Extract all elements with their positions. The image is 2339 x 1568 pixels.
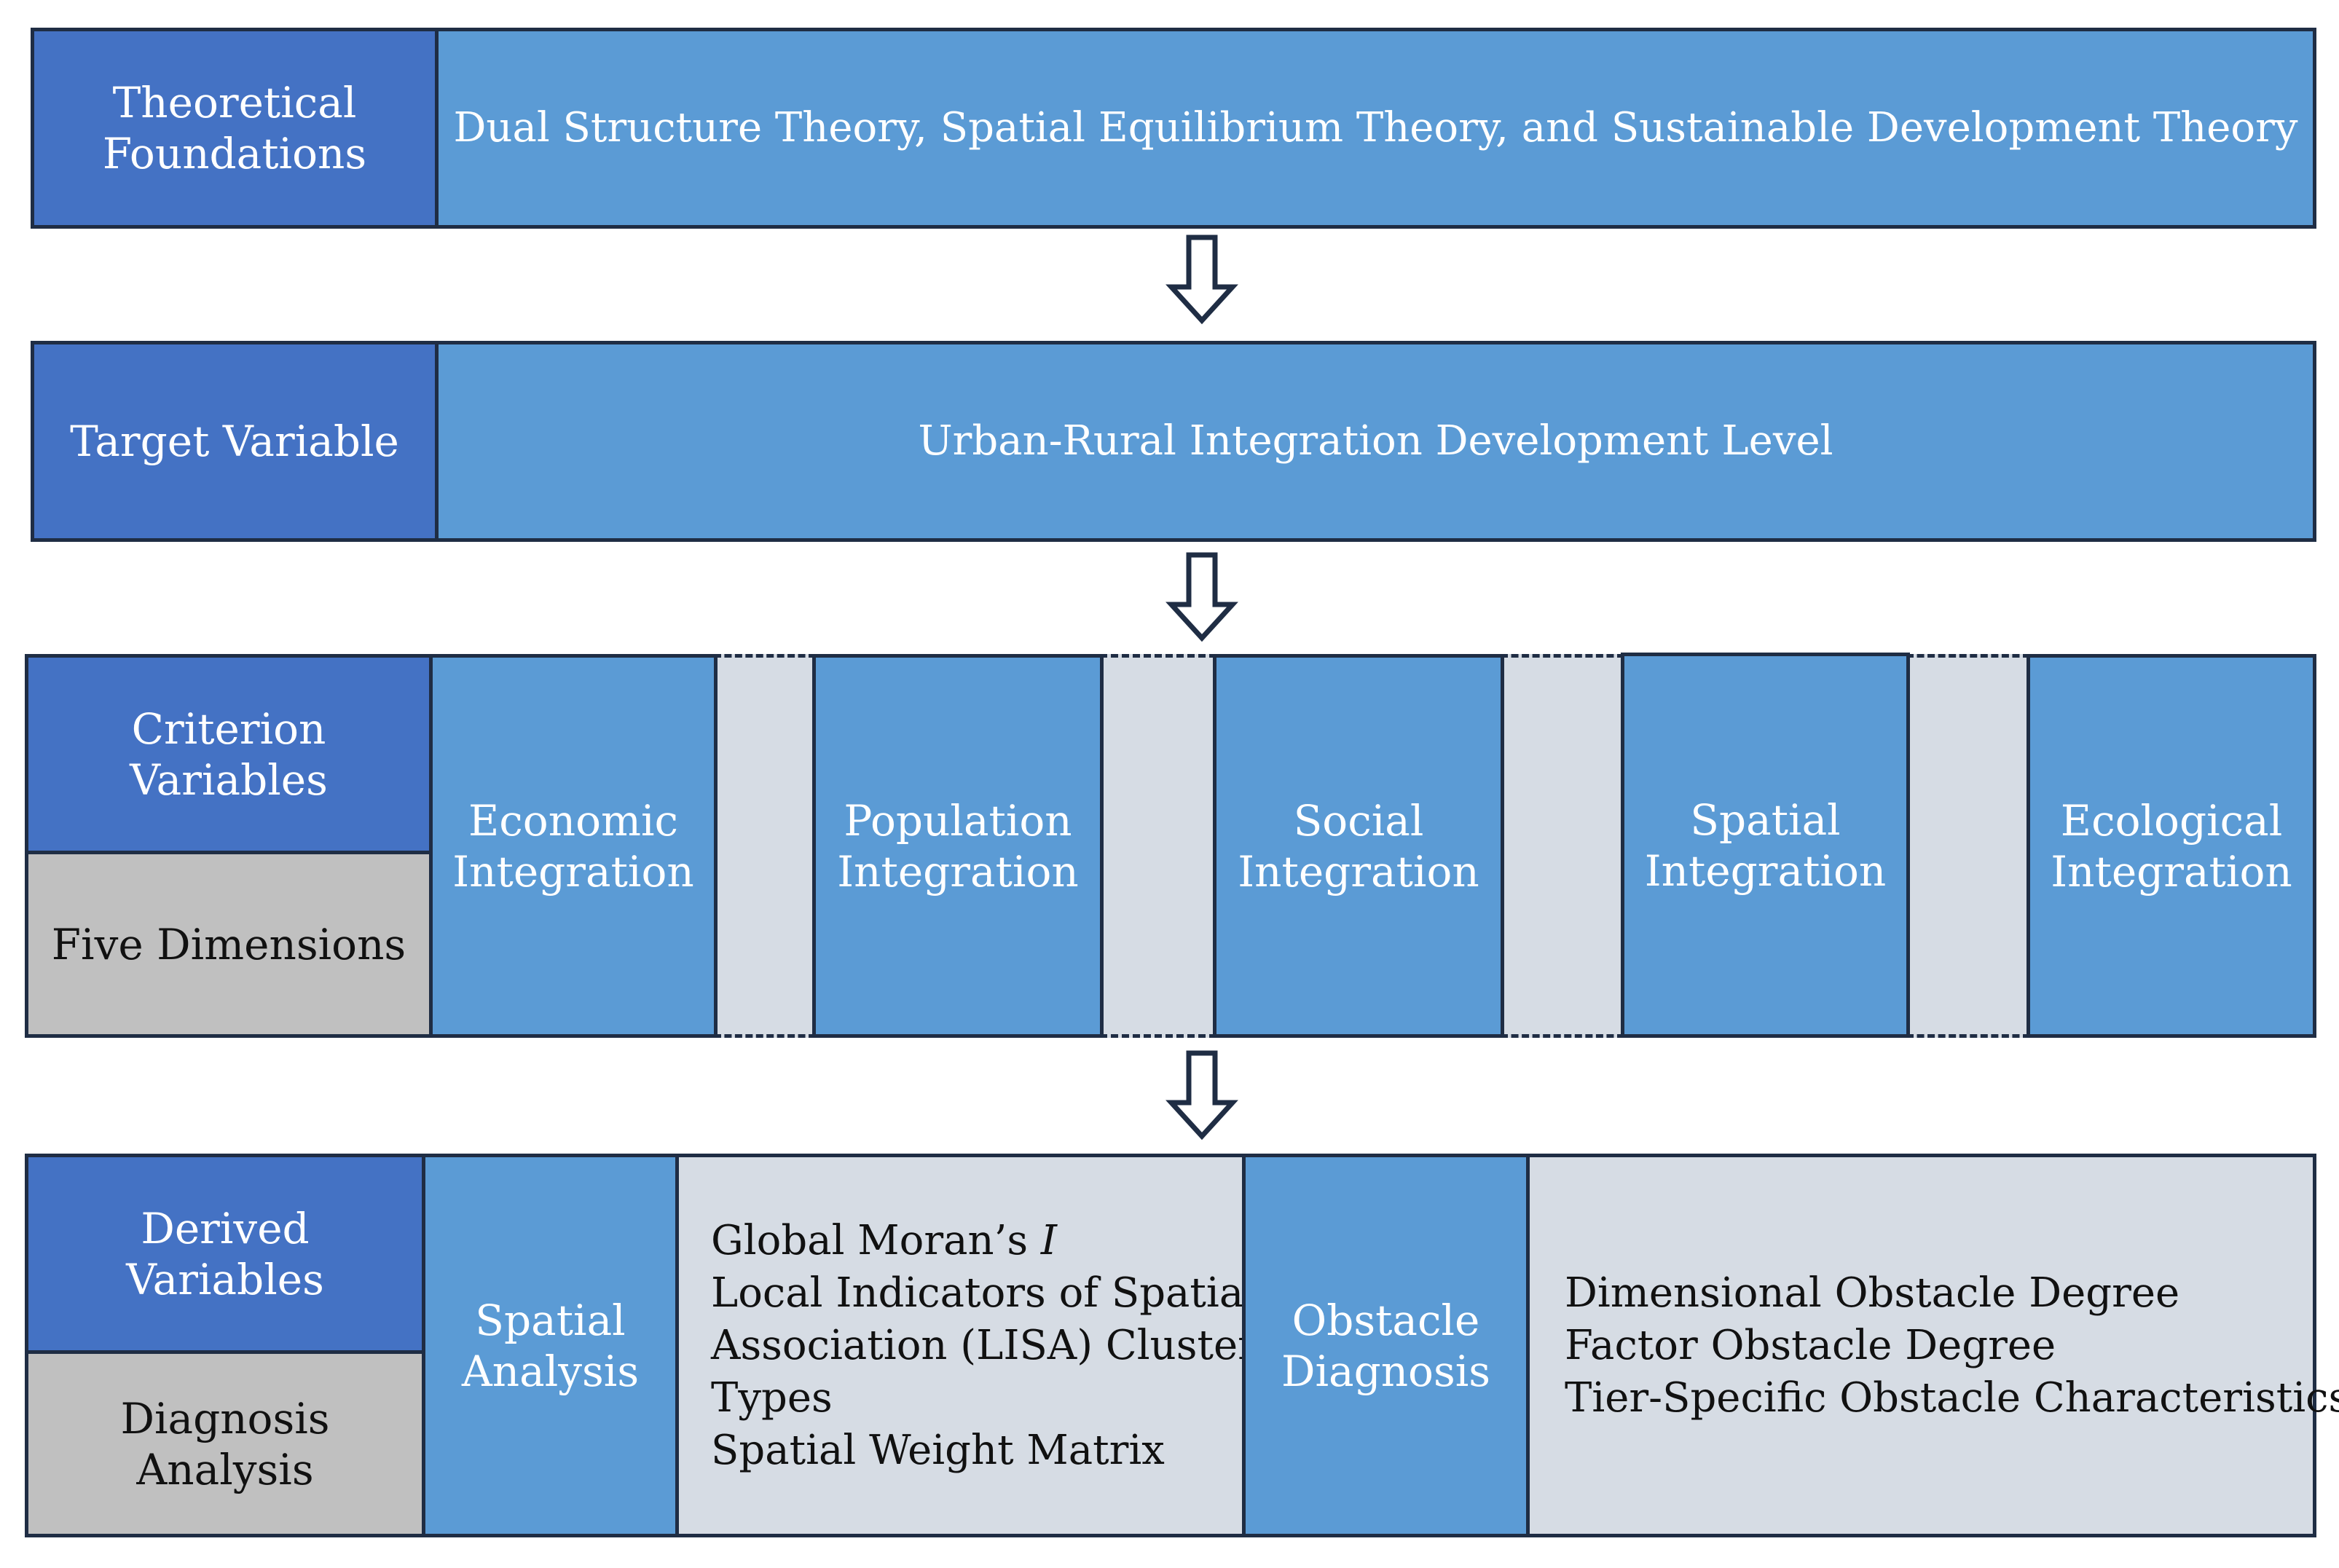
dimension-connector xyxy=(714,654,816,1038)
derived-variables-text: Derived Variables xyxy=(126,1203,324,1304)
dimension-label: Social Integration xyxy=(1238,795,1479,897)
dimension-population: Population Integration xyxy=(812,654,1104,1038)
dimension-label: Ecological Integration xyxy=(2051,795,2292,897)
dimension-spatial: Spatial Integration xyxy=(1621,653,1910,1038)
method-item: Spatial Weight Matrix xyxy=(711,1426,1165,1474)
spatial-analysis-box: Spatial Analysis xyxy=(422,1154,679,1537)
dimension-social: Social Integration xyxy=(1213,654,1504,1038)
dimension-connector xyxy=(1100,654,1216,1038)
method-item: Local Indicators of Spatial xyxy=(711,1269,1257,1317)
dimension-label: Economic Integration xyxy=(452,795,694,897)
theoretical-foundations-text: Theoretical Foundations xyxy=(102,78,367,178)
target-variable-label: Target Variable xyxy=(31,341,439,542)
target-variable-text: Target Variable xyxy=(70,417,399,466)
theory-content-box: Dual Structure Theory, Spatial Equilibri… xyxy=(435,28,2316,229)
method-item: Dimensional Obstacle Degree xyxy=(1565,1269,2180,1317)
criterion-variables-text: Criterion Variables xyxy=(130,704,328,805)
down-arrow-icon xyxy=(1165,235,1238,325)
dimension-economic: Economic Integration xyxy=(429,654,718,1038)
obstacle-diagnosis-methods: Dimensional Obstacle Degree Factor Obsta… xyxy=(1526,1154,2339,1537)
target-content-text: Urban-Rural Integration Development Leve… xyxy=(918,417,1833,465)
criterion-variables-label: Criterion Variables xyxy=(25,654,433,854)
down-arrow-icon xyxy=(1165,552,1238,642)
dimension-ecological: Ecological Integration xyxy=(2027,654,2316,1038)
down-arrow-icon xyxy=(1165,1050,1238,1140)
target-content-box: Urban-Rural Integration Development Leve… xyxy=(435,341,2316,542)
obstacle-diagnosis-box: Obstacle Diagnosis xyxy=(1242,1154,1530,1537)
dimension-connector xyxy=(1501,654,1624,1038)
spatial-analysis-methods: Global Moran’s I Local Indicators of Spa… xyxy=(675,1154,1257,1537)
method-item: Association (LISA) Cluster xyxy=(711,1321,1257,1369)
dimension-label: Population Integration xyxy=(837,795,1079,897)
five-dimensions-label: Five Dimensions xyxy=(25,851,433,1038)
method-item: Factor Obstacle Degree xyxy=(1565,1321,2056,1369)
method-item: Tier-Specific Obstacle Characteristics xyxy=(1565,1374,2339,1422)
method-item: Types xyxy=(711,1374,833,1422)
spatial-analysis-text: Spatial Analysis xyxy=(461,1295,640,1396)
obstacle-diagnosis-text: Obstacle Diagnosis xyxy=(1281,1295,1491,1396)
theory-content-text: Dual Structure Theory, Spatial Equilibri… xyxy=(453,104,2298,151)
dimension-connector xyxy=(1906,654,2030,1038)
five-dimensions-text: Five Dimensions xyxy=(51,919,406,969)
dimension-label: Spatial Integration xyxy=(1644,795,1887,896)
theoretical-foundations-label: Theoretical Foundations xyxy=(31,28,439,229)
diagnosis-analysis-text: Diagnosis Analysis xyxy=(120,1393,330,1494)
method-item: Global Moran’s I xyxy=(711,1216,1058,1264)
diagnosis-analysis-label: Diagnosis Analysis xyxy=(25,1350,425,1537)
derived-variables-label: Derived Variables xyxy=(25,1154,425,1354)
